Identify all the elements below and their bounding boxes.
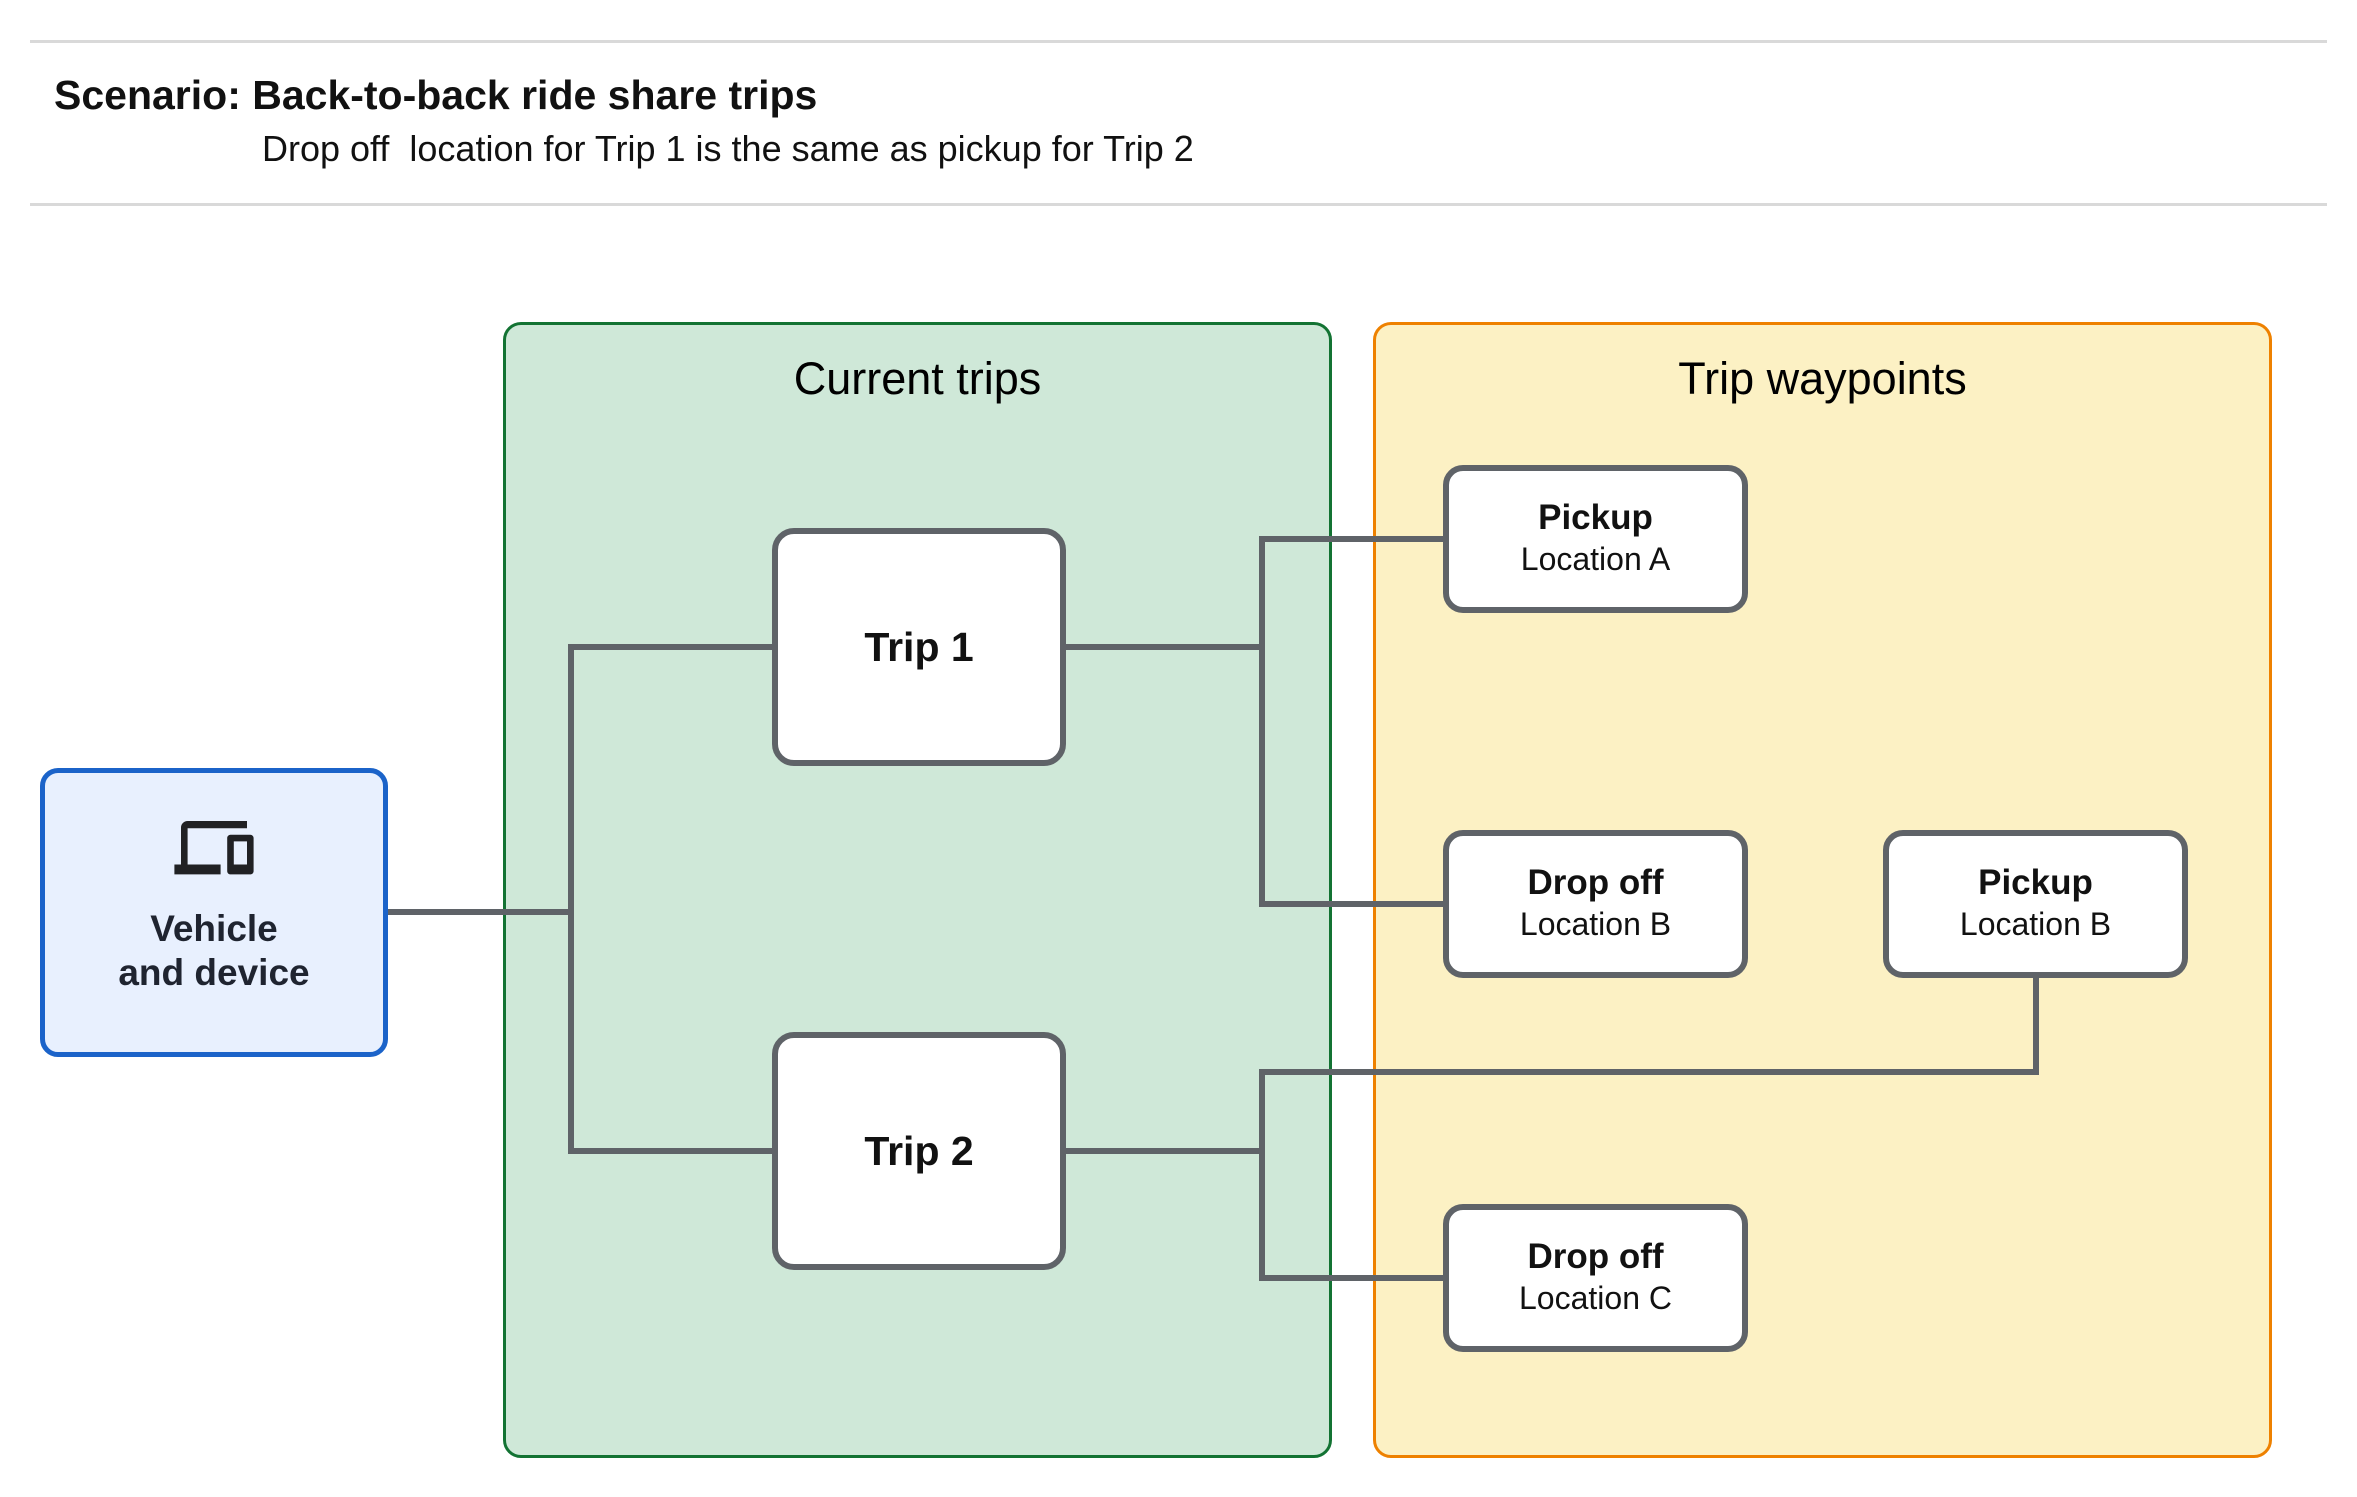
current-trips-panel-title: Current trips [793,353,1042,404]
divider [30,40,2327,43]
trip-1-node: Trip 1 [772,528,1066,766]
waypoint-title: Drop off [1527,1237,1664,1277]
trip-2-node: Trip 2 [772,1032,1066,1270]
connector-to-pickup-a [1259,536,1443,542]
vehicle-and-device-node: Vehicle and device [40,768,388,1057]
trip-1-label: Trip 1 [864,623,974,670]
connector-vehicle-to-junction [388,909,574,915]
connector-to-pickup-b-vertical [2033,978,2039,1072]
connector-junction-spine-trip1 [1259,536,1265,907]
vehicle-node-label: Vehicle and device [118,907,309,996]
connector-to-dropoff-b [1259,901,1443,907]
connector-junction-spine-trip2 [1259,1069,1265,1281]
connector-trip2-to-junction [1066,1148,1265,1154]
divider [30,203,2327,206]
waypoint-subtitle: Location B [1959,906,2112,943]
dropoff-location-b-node: Drop off Location B [1443,830,1748,978]
trip-waypoints-panel-title: Trip waypoints [1678,353,1967,404]
page-title: Scenario: Back-to-back ride share trips [54,72,818,118]
connector-junction-to-trip2 [568,1148,775,1154]
vehicle-label-line2: and device [118,952,310,994]
connector-junction-to-trip1 [568,644,775,650]
connector-to-pickup-b-horizontal [1259,1069,2039,1075]
waypoint-title: Drop off [1527,863,1664,903]
pickup-location-b-node: Pickup Location B [1883,830,2188,978]
waypoint-title: Pickup [1978,863,2093,903]
waypoint-subtitle: Location B [1519,906,1672,943]
trip-2-label: Trip 2 [864,1127,974,1174]
devices-icon [174,820,254,875]
vehicle-label-line1: Vehicle [150,908,278,949]
page-subtitle: Drop off location for Trip 1 is the same… [262,128,1194,169]
pickup-location-a-node: Pickup Location A [1443,465,1748,613]
current-trips-panel: Current trips [503,322,1332,1458]
waypoint-title: Pickup [1538,498,1653,538]
connector-to-dropoff-c [1259,1275,1443,1281]
connector-trip1-to-junction [1066,644,1265,650]
dropoff-location-c-node: Drop off Location C [1443,1204,1748,1352]
waypoint-subtitle: Location C [1519,1280,1672,1317]
waypoint-subtitle: Location A [1520,541,1671,578]
connector-junction-spine-left [568,644,574,1154]
